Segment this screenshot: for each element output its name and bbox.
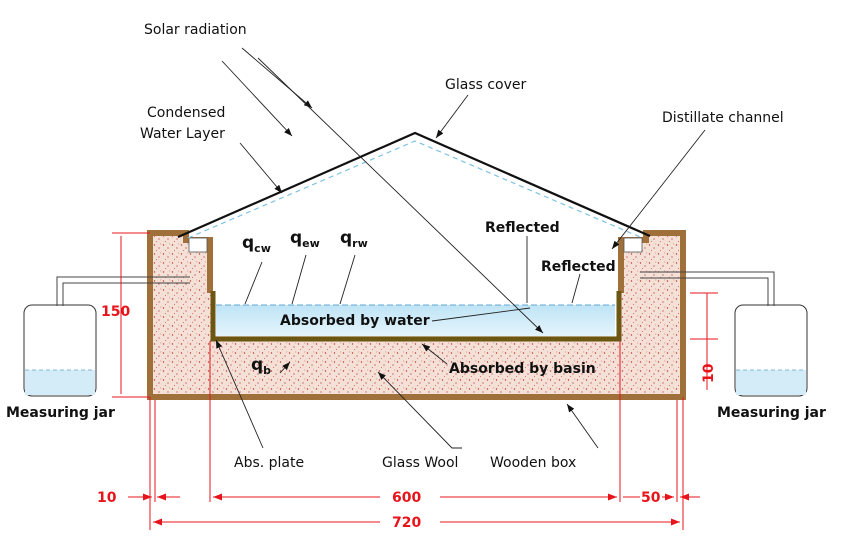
water-layer xyxy=(216,305,615,336)
water-layer-label: Water Layer xyxy=(140,126,225,142)
dimension-lines xyxy=(112,232,718,530)
dim-basin-width: 600 xyxy=(392,490,421,506)
distillate-channel-label: Distillate channel xyxy=(662,110,784,126)
dim-wall-left: 10 xyxy=(97,490,117,506)
condensed-label: Condensed xyxy=(147,105,225,121)
q-b-label: qb xyxy=(251,355,271,377)
absorbed-by-water-label: Absorbed by water xyxy=(280,313,430,329)
q-cw-label: qcw xyxy=(242,233,271,255)
absorber-basin xyxy=(210,291,622,342)
wooden-box-label: Wooden box xyxy=(490,455,576,471)
left-jar xyxy=(23,276,190,397)
q-ew-label: qew xyxy=(290,228,320,250)
dim-height: 150 xyxy=(101,304,130,320)
q-rw-label: qrw xyxy=(340,228,368,250)
glass-wool-label: Glass Wool xyxy=(382,455,458,471)
right-jar xyxy=(640,271,808,397)
reflected-label-2: Reflected xyxy=(541,259,616,275)
reflected-label-1: Reflected xyxy=(485,220,560,236)
dim-wall-right: 50 xyxy=(641,490,661,506)
absorbed-by-basin-label: Absorbed by basin xyxy=(449,361,596,377)
leader-lines xyxy=(215,94,706,449)
measuring-jar-left-label: Measuring jar xyxy=(6,405,115,421)
abs-plate-label: Abs. plate xyxy=(234,455,304,471)
dim-total-width: 720 xyxy=(392,515,421,531)
glass-cover xyxy=(177,131,651,239)
left-channel-recess xyxy=(188,237,208,253)
right-channel-recess xyxy=(623,237,643,253)
solar-rays xyxy=(221,47,544,334)
measuring-jar-right-label: Measuring jar xyxy=(717,405,826,421)
glass-cover-label: Glass cover xyxy=(445,77,527,93)
dim-water-depth: 10 xyxy=(701,363,717,383)
solar-radiation-label: Solar radiation xyxy=(144,22,247,38)
